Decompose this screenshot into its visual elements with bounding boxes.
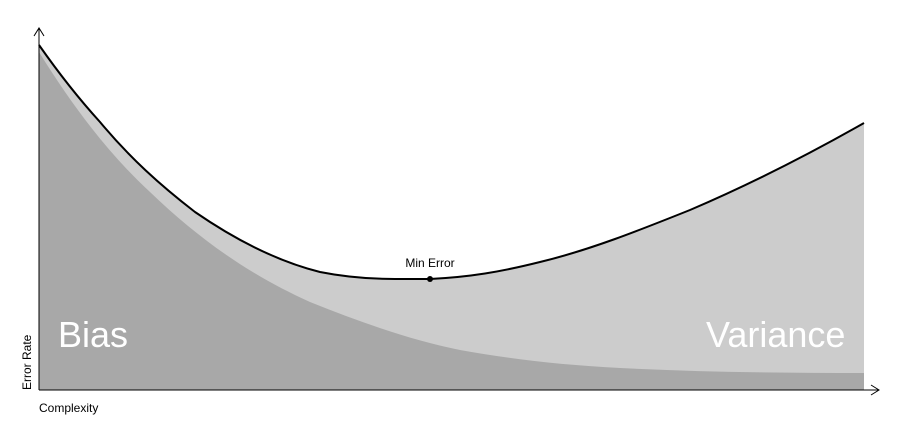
x-axis-label: Complexity [39,401,98,415]
min-error-label: Min Error [405,256,454,270]
bias-region [39,52,864,390]
bias-label: Bias [58,314,128,355]
y-axis-arrowhead [33,27,45,37]
total-error-curve [38,44,865,280]
min-error-point [427,276,433,282]
y-axis-label: Error Rate [20,334,34,390]
x-axis-arrowhead [870,384,880,396]
variance-label: Variance [706,314,845,355]
